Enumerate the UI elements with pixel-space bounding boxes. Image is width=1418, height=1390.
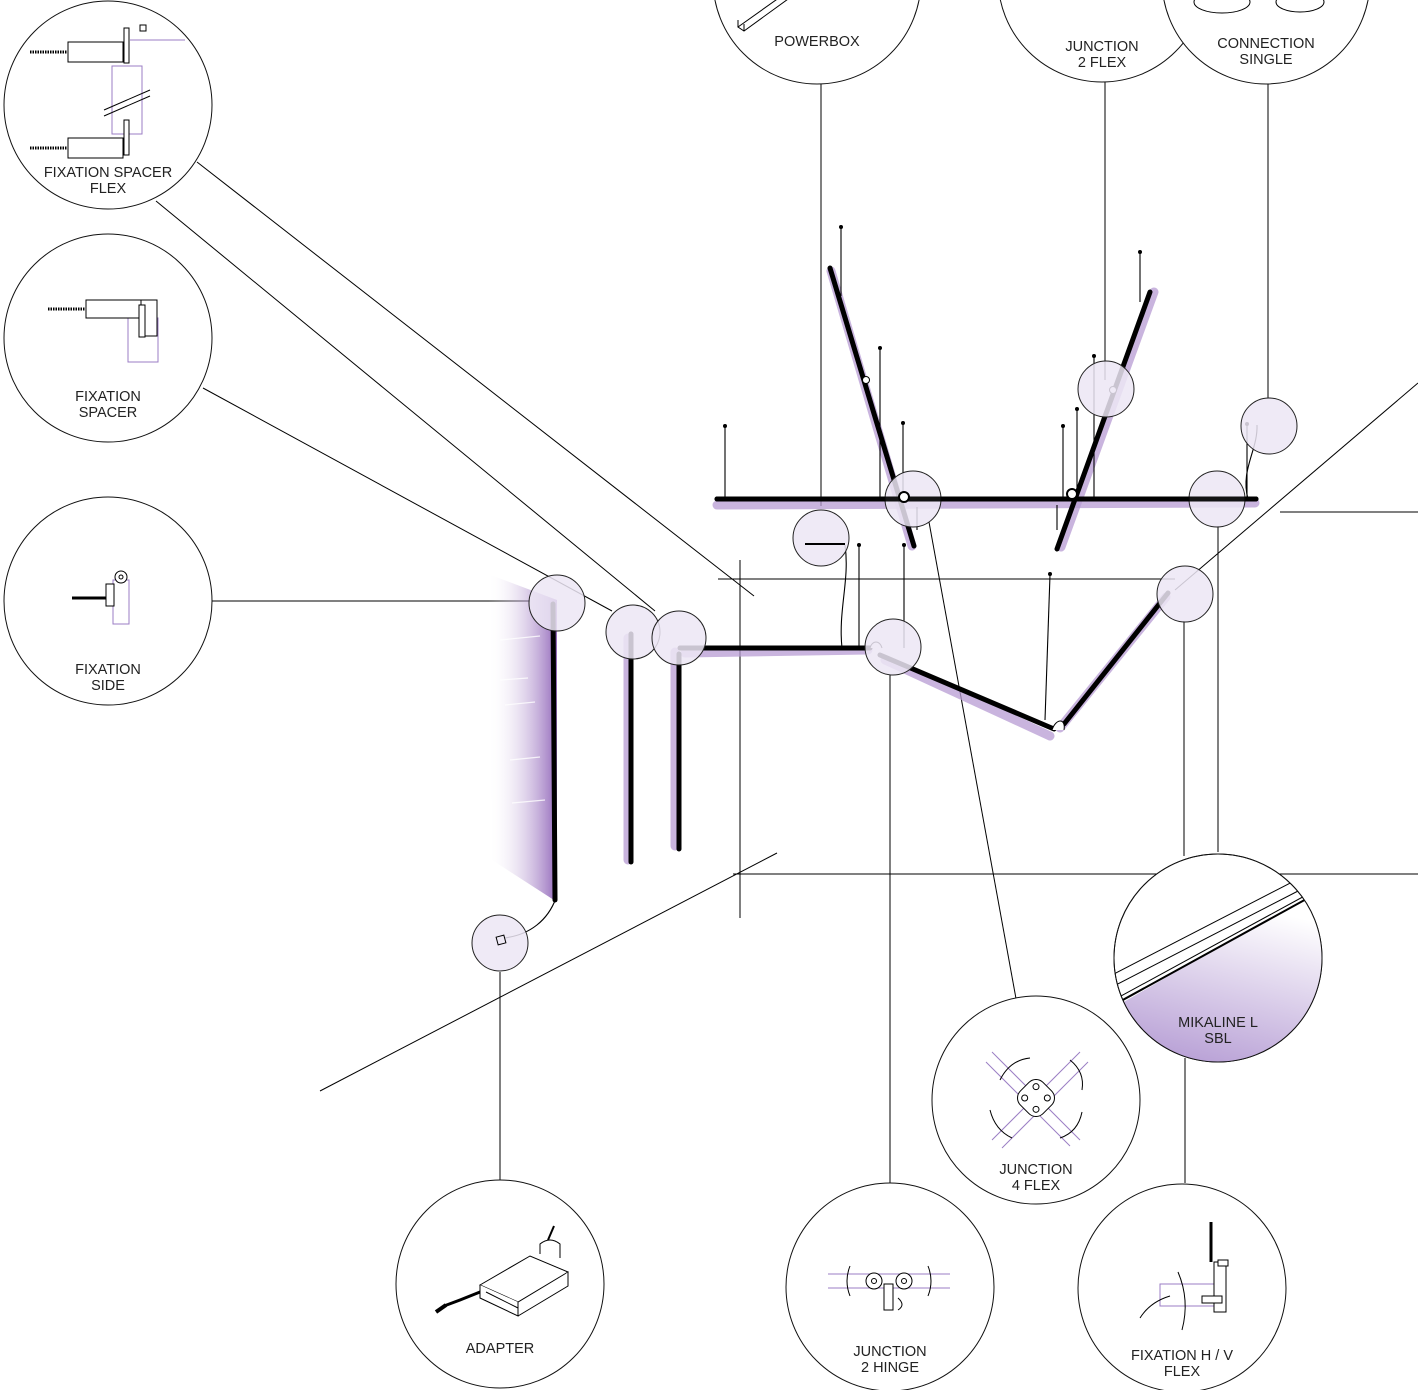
adapter-label: ADAPTER [466, 1341, 535, 1357]
callout-fixation-spacer-flex: FIXATION SPACER FLEX [3, 0, 213, 210]
callout-fixation-side: FIXATION SIDE [3, 496, 213, 706]
junction-4-flex-label-1: JUNCTION [999, 1162, 1072, 1178]
detail-junction-2-flex [1077, 360, 1135, 418]
mikaline-label-2: SBL [1204, 1031, 1231, 1047]
callout-mikaline-l-sbl: MIKALINE L SBL [1113, 853, 1323, 1063]
detail-adapter [471, 914, 529, 972]
powerbox-label: POWERBOX [774, 34, 860, 50]
detail-connection-single [1240, 397, 1298, 455]
fixation-hv-flex-label-2: FLEX [1164, 1364, 1201, 1380]
mikaline-label-1: MIKALINE L [1178, 1015, 1258, 1031]
callout-junction-2-flex: JUNCTION 2 FLEX [999, 0, 1205, 83]
detail-fixation-spacer-flex [651, 610, 707, 666]
connection-icon [1193, 0, 1325, 14]
fixation-spacer-label-2: SPACER [79, 405, 138, 421]
fixation-side-label-1: FIXATION [75, 662, 141, 678]
callout-powerbox: POWERBOX [714, 0, 920, 85]
connection-single-label-1: CONNECTION [1217, 36, 1314, 52]
fixation-hv-flex-label-1: FIXATION H / V [1131, 1348, 1233, 1364]
junction-2-hinge-icon [828, 1265, 950, 1311]
callout-fixation-hv-flex: FIXATION H / V FLEX [1077, 1183, 1287, 1390]
junction-2-hinge-label-1: JUNCTION [853, 1344, 926, 1360]
detail-fixation-spacer [605, 604, 661, 660]
junction-4-flex-label-2: 4 FLEX [1012, 1178, 1061, 1194]
wall-shading [488, 574, 557, 902]
fixation-spacer-label-1: FIXATION [75, 389, 141, 405]
junction-2-hinge-label-2: 2 HINGE [861, 1360, 919, 1376]
side-icon [72, 570, 130, 625]
spacer-icon [48, 299, 159, 363]
detail-junction-2-hinge [864, 618, 922, 676]
junction-2-flex-label-1: JUNCTION [1065, 39, 1138, 55]
callout-junction-2-hinge: JUNCTION 2 HINGE [785, 1182, 995, 1390]
junction-2-flex-label-2: 2 FLEX [1078, 55, 1127, 71]
fixation-side-label-2: SIDE [91, 678, 125, 694]
junction-4-icon [985, 1051, 1089, 1149]
callout-junction-4-flex: JUNCTION 4 FLEX [931, 995, 1141, 1205]
mikaline-profile-icon [1114, 877, 1322, 1062]
spacer-flex-icon [30, 24, 185, 159]
connection-single-label-2: SINGLE [1239, 52, 1293, 68]
callout-adapter: ADAPTER [395, 1179, 605, 1389]
detail-powerbox [792, 509, 850, 567]
fixation-spacer-flex-label-1: FIXATION SPACER [44, 165, 172, 181]
fixation-hv-icon [1139, 1222, 1229, 1331]
fixation-spacer-flex-label-2: FLEX [90, 181, 127, 197]
detail-fixation-side [528, 574, 586, 632]
powerbox-icon [737, 0, 788, 32]
room-perspective-lines [319, 382, 1418, 1092]
detail-fixation-hv-flex [1156, 565, 1214, 623]
detail-markers [471, 360, 1298, 972]
leader-lines [155, 82, 1269, 1183]
callout-fixation-spacer: FIXATION SPACER [3, 233, 213, 443]
callout-connection-single: CONNECTION SINGLE [1163, 0, 1369, 85]
adapter-icon [434, 1225, 570, 1317]
